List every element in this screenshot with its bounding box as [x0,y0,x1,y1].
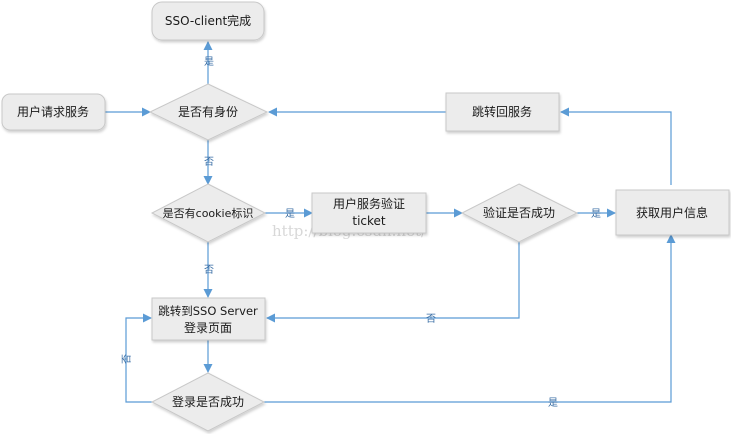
edge-label-identity-no: 否 [204,156,214,168]
edge-label-login-no: 否 [121,354,133,364]
node-redirect-back-label: 跳转回服务 [472,104,532,119]
node-redirect-login-label-1: 跳转到SSO Server [158,304,258,318]
node-has-identity [148,83,269,141]
node-has-cookie [150,183,267,243]
edge-login-fail-to-login-page [125,313,152,403]
edge-label-login-yes: 是 [548,397,558,409]
node-verify-ticket-label-1: 用户服务验证 [333,196,405,211]
node-user-request [1,93,106,131]
node-verify-ticket [311,192,427,234]
edge-label-cookie-yes: 是 [285,208,295,220]
node-login-success-label: 登录是否成功 [172,394,244,409]
node-get-user-info-label: 获取用户信息 [636,205,708,220]
node-redirect-login-page [151,297,266,341]
edge-verify-fail-to-login-page [266,242,520,323]
node-sso-client-done-label: SSO-client完成 [165,13,251,28]
edge-user-info-to-redirect-back [560,107,672,185]
node-get-user-info [615,189,730,236]
edge-login-success-to-user-info [264,234,676,403]
edge-label-cookie-no: 否 [204,264,214,276]
node-redirect-login-label-2: 登录页面 [184,320,232,335]
node-redirect-back [445,92,560,132]
node-user-request-label: 用户请求服务 [17,104,89,119]
node-verify-success [460,183,579,243]
node-verify-success-label: 验证是否成功 [483,205,555,220]
node-has-identity-label: 是否有身份 [178,104,238,119]
node-login-success [150,372,266,432]
edge-label-identity-yes: 是 [204,56,214,68]
node-has-cookie-label: 是否有cookie标识 [163,206,254,220]
edge-label-verify-yes: 是 [591,208,601,220]
node-sso-client-done [151,1,265,41]
node-verify-ticket-label-2: ticket [352,214,386,228]
edge-label-verify-no: 否 [426,313,436,325]
